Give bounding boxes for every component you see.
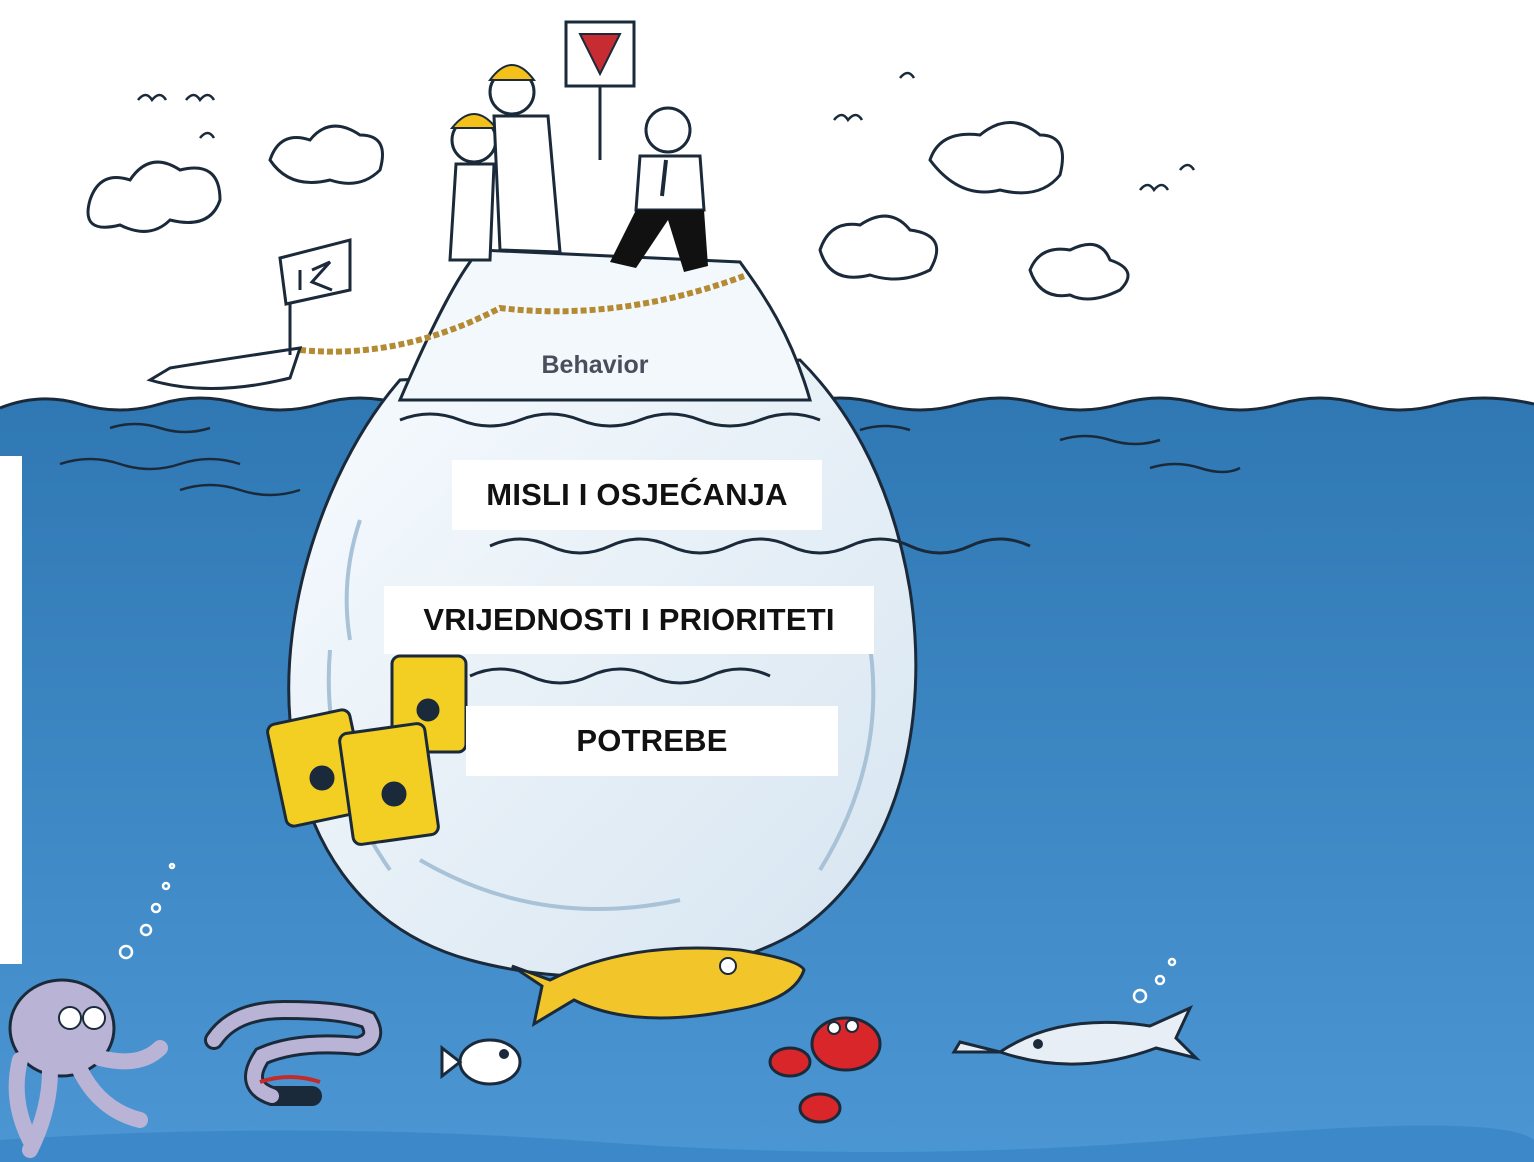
rope [299,273,746,355]
values-priorities-label: VRIJEDNOSTI I PRIORITETI [384,586,874,654]
thoughts-feelings-label: MISLI I OSJEĆANJA [452,460,822,530]
manager [610,106,708,272]
toxic-barrels [266,654,468,846]
wave-strokes [59,422,1241,497]
birds [137,71,1196,193]
small-fish [440,1038,522,1086]
iceberg-body [287,358,918,979]
clouds [86,121,1130,301]
eel [204,999,383,1107]
octopus [8,978,168,1158]
worker-1 [448,113,499,262]
seabed [0,1125,1534,1162]
behavior-label: Behavior [541,350,649,379]
yellow-fish [511,946,806,1028]
needs-label: POTREBE [466,706,838,776]
sawfish [951,1004,1201,1066]
bubbles [118,862,1177,1004]
crab [768,1016,882,1124]
white-side-panel [0,456,22,964]
iceberg-layer-lines [399,412,1031,685]
warning-sign [564,20,636,160]
worker-2 [488,64,562,254]
boat [146,238,352,390]
